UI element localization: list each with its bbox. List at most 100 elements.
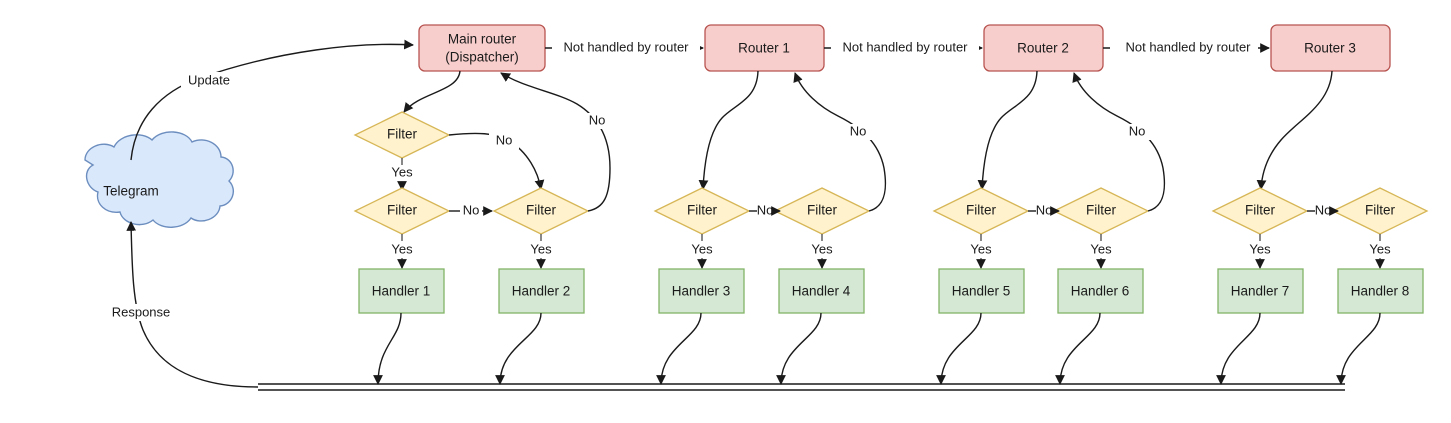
router-3[interactable]: Router 3 (1270, 24, 1391, 72)
router-2[interactable]: Router 2 (983, 24, 1104, 72)
edge-handler-7-to-bus (1216, 312, 1261, 385)
handler-8-label: Handler 8 (1351, 284, 1410, 299)
c1-no-label: No (1036, 202, 1053, 217)
b2-no-return-label: No (850, 123, 867, 138)
edge-c1-no-c2: No (1028, 202, 1060, 217)
b2-no-return-arrow (793, 72, 887, 212)
a1-no-label: No (496, 132, 513, 147)
chain-label-3: Not handled by router (1125, 39, 1251, 54)
chain-label-1: Not handled by router (563, 39, 689, 54)
edge-main-to-router1: Not handled by router (545, 39, 704, 57)
filter-a2[interactable]: Filter (353, 187, 451, 235)
router-2-label: Router 2 (1017, 41, 1069, 56)
handler-3-label: Handler 3 (672, 284, 731, 299)
edge-handler-6-to-bus (1055, 312, 1101, 385)
a3-yes-label: Yes (530, 241, 552, 256)
filter-d2[interactable]: Filter (1331, 187, 1429, 235)
b2-no-return-label-bg (843, 124, 873, 140)
filter-b2[interactable]: Filter (773, 187, 871, 235)
a1-no-label-bg (489, 133, 519, 149)
c1-yes-label: Yes (970, 241, 992, 256)
edge-a3-yes: Yes (530, 234, 552, 269)
a1-yes-label: Yes (391, 164, 413, 179)
filter-b1[interactable]: Filter (653, 187, 751, 235)
chain-label-3-bg (1110, 39, 1258, 57)
edge-main-to-filter-a1 (403, 70, 461, 113)
d1-no-label: No (1315, 202, 1332, 217)
edge-b1-no-b2: No (749, 202, 781, 217)
handler-3-box (658, 268, 745, 314)
router-1[interactable]: Router 1 (704, 24, 825, 72)
response-arrow (126, 221, 259, 388)
d2-yes-label: Yes (1369, 241, 1391, 256)
a2-yes-label: Yes (391, 241, 413, 256)
edge-d1-no-d2: No (1307, 202, 1339, 217)
edge-handler-5-to-bus (936, 312, 982, 385)
edge-handler-3-to-bus (656, 312, 702, 385)
b2-yes-label: Yes (811, 241, 833, 256)
handler-3[interactable]: Handler 3 (658, 268, 745, 314)
filter-d1[interactable]: Filter (1211, 187, 1309, 235)
b1-no-label: No (757, 202, 774, 217)
edge-router3-to-filter-d1 (1256, 70, 1333, 190)
edge-router1-to-filter-b1 (698, 70, 759, 190)
filter-c1-label: Filter (966, 203, 997, 218)
handler-4[interactable]: Handler 4 (778, 268, 865, 314)
a2-no-label: No (463, 202, 480, 217)
router-3-box (1270, 24, 1391, 72)
edge-c2-no-return: No (1072, 72, 1166, 212)
filter-a2-label: Filter (387, 203, 418, 218)
edge-router2-to-filter-c1 (977, 70, 1038, 190)
edge-a2-yes: Yes (391, 234, 413, 269)
c2-no-return-label: No (1129, 123, 1146, 138)
router-main[interactable]: Main router (Dispatcher) (418, 24, 546, 72)
edge-a1-yes: Yes (391, 158, 413, 191)
handler-7[interactable]: Handler 7 (1217, 268, 1304, 314)
d1-yes-label: Yes (1249, 241, 1271, 256)
edge-b2-yes: Yes (811, 234, 833, 269)
router-3-label: Router 3 (1304, 41, 1356, 56)
handler-1[interactable]: Handler 1 (358, 268, 445, 314)
b1-yes-label: Yes (691, 241, 713, 256)
filter-a3[interactable]: Filter (492, 187, 590, 235)
c2-no-return-label-bg (1122, 124, 1152, 140)
c2-yes-label: Yes (1090, 241, 1112, 256)
router-1-label: Router 1 (738, 41, 790, 56)
handler-7-label: Handler 7 (1231, 284, 1290, 299)
telegram-cloud-node[interactable]: Telegram (84, 131, 234, 228)
edge-b1-yes: Yes (691, 234, 713, 269)
handler-6[interactable]: Handler 6 (1057, 268, 1144, 314)
chain-label-2-bg (831, 39, 979, 57)
edge-handler-8-to-bus (1336, 312, 1381, 385)
edge-d1-yes: Yes (1249, 234, 1271, 269)
handler-5[interactable]: Handler 5 (938, 268, 1025, 314)
cloud-shape (84, 131, 234, 228)
edge-a2-no-a3: No (449, 202, 493, 217)
edge-a1-no: No (448, 132, 545, 190)
edge-b2-no-return: No (793, 72, 887, 212)
response-label-bg (104, 304, 178, 321)
filter-c1[interactable]: Filter (932, 187, 1030, 235)
edge-handler-1-to-bus (373, 312, 402, 385)
filter-c2[interactable]: Filter (1052, 187, 1150, 235)
filter-a1[interactable]: Filter (353, 111, 451, 159)
edge-router2-to-router3: Not handled by router (1103, 39, 1270, 57)
handler-7-box (1217, 268, 1304, 314)
main-router-label-line1: Main router (448, 32, 517, 47)
filter-a3-label: Filter (526, 203, 557, 218)
filter-b2-label: Filter (807, 203, 838, 218)
handler-4-label: Handler 4 (792, 284, 851, 299)
handler-6-box (1057, 268, 1144, 314)
edge-c1-yes: Yes (970, 234, 992, 269)
handler-4-box (778, 268, 865, 314)
filter-d1-label: Filter (1245, 203, 1276, 218)
edge-response: Response (104, 221, 259, 388)
edge-c2-yes: Yes (1090, 234, 1112, 269)
filter-b1-label: Filter (687, 203, 718, 218)
handler-8[interactable]: Handler 8 (1337, 268, 1424, 314)
c2-no-return-arrow (1072, 72, 1166, 212)
filter-c2-label: Filter (1086, 203, 1117, 218)
handler-2[interactable]: Handler 2 (498, 268, 585, 314)
